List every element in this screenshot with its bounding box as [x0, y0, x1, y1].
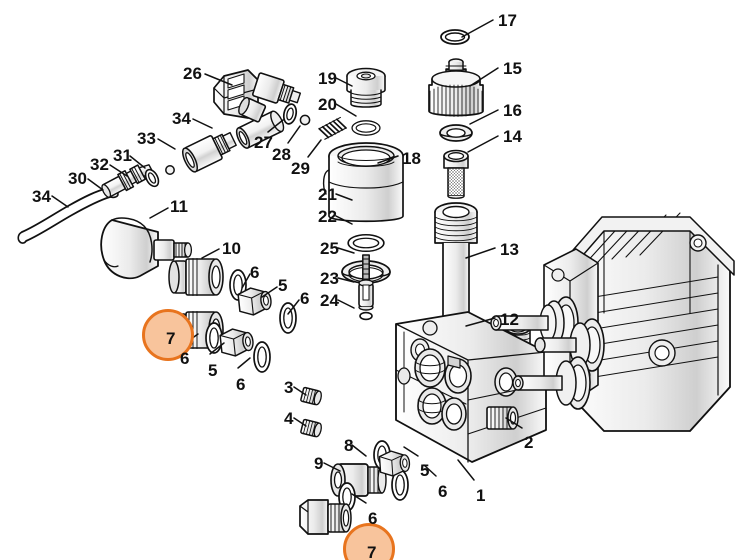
leader-line-1 [457, 459, 475, 481]
leader-line-14 [467, 135, 499, 153]
callout-number-21: 21 [318, 185, 337, 204]
leader-line-29 [307, 139, 322, 158]
leader-line-6 [351, 493, 367, 504]
callout-number-2: 2 [524, 433, 534, 452]
callout-number-6: 6 [236, 375, 246, 394]
leader-line-23 [337, 277, 355, 283]
callout-number-6: 6 [438, 482, 448, 501]
highlight-number-7: 7 [367, 543, 377, 560]
callout-number-32: 32 [90, 155, 109, 174]
leader-line-13 [465, 247, 496, 259]
leader-line-34 [192, 118, 213, 129]
callout-number-27: 27 [254, 133, 273, 152]
leader-line-15 [469, 67, 499, 87]
leader-line-16 [469, 109, 499, 125]
callout-number-8: 8 [344, 436, 354, 455]
callout-number-34: 34 [32, 187, 51, 206]
callout-number-19: 19 [318, 69, 337, 88]
callout-number-30: 30 [68, 169, 87, 188]
leader-line-19 [335, 77, 353, 87]
callout-number-20: 20 [318, 95, 337, 114]
leader-line-33 [157, 138, 176, 150]
leader-line-6 [241, 273, 251, 289]
callout-number-5: 5 [278, 276, 288, 295]
leader-line-32 [109, 164, 128, 177]
leader-line-5 [403, 446, 419, 457]
leader-line-24 [337, 299, 355, 309]
leader-line-31 [129, 155, 146, 169]
callout-number-29: 29 [291, 159, 310, 178]
leader-line-11 [149, 207, 169, 219]
leader-line-25 [337, 247, 355, 254]
callout-number-12: 12 [500, 310, 519, 329]
highlight-number-7: 7 [166, 329, 176, 348]
leader-line-6 [237, 357, 251, 369]
callout-number-28: 28 [272, 145, 291, 164]
callout-number-18: 18 [402, 149, 421, 168]
callout-number-4: 4 [284, 409, 294, 428]
callout-number-23: 23 [320, 269, 339, 288]
leader-line-12 [465, 317, 496, 327]
callout-number-11: 11 [170, 197, 188, 216]
leader-line-6 [423, 464, 437, 477]
callout-number-1: 1 [476, 486, 486, 505]
leader-line-27 [267, 119, 284, 133]
highlight-marker-7[interactable]: 7 [142, 309, 194, 361]
callout-number-3: 3 [284, 378, 294, 397]
callout-number-6: 6 [300, 289, 310, 308]
leader-line-26 [204, 73, 233, 86]
callout-number-14: 14 [503, 127, 522, 146]
leader-line-17 [461, 19, 494, 38]
callout-number-5: 5 [420, 461, 430, 480]
leader-line-18 [377, 155, 399, 164]
callout-number-26: 26 [183, 64, 202, 83]
leader-line-8 [351, 444, 367, 457]
leader-line-21 [335, 193, 353, 201]
callout-number-24: 24 [320, 291, 339, 310]
leader-line-4 [293, 417, 307, 427]
leader-line-6 [287, 299, 300, 315]
leader-line-9 [323, 462, 341, 472]
callout-number-16: 16 [503, 101, 522, 120]
callout-number-17: 17 [498, 11, 517, 30]
callout-number-6: 6 [368, 509, 378, 528]
leader-line-5 [209, 342, 225, 355]
callout-number-9: 9 [314, 454, 324, 473]
callout-number-25: 25 [320, 239, 339, 258]
leader-line-22 [335, 215, 353, 225]
callout-number-15: 15 [503, 59, 522, 78]
callout-number-31: 31 [113, 146, 132, 165]
leader-line-10 [201, 248, 220, 259]
callout-number-22: 22 [318, 207, 337, 226]
leader-line-30 [87, 178, 104, 191]
highlight-marker-7[interactable]: 7 [343, 523, 395, 560]
leader-line-2 [505, 417, 523, 429]
callout-number-5: 5 [208, 361, 218, 380]
callout-number-6: 6 [250, 263, 260, 282]
leader-line-5 [261, 286, 278, 298]
callout-number-6: 6 [180, 349, 190, 368]
callout-number-13: 13 [500, 240, 519, 259]
leader-line-3 [293, 386, 307, 396]
leader-line-28 [287, 125, 301, 144]
callout-number-10: 10 [222, 239, 241, 258]
leader-line-20 [335, 103, 357, 117]
leader-line-34 [51, 195, 69, 208]
callout-number-33: 33 [137, 129, 156, 148]
callout-number-34: 34 [172, 109, 191, 128]
